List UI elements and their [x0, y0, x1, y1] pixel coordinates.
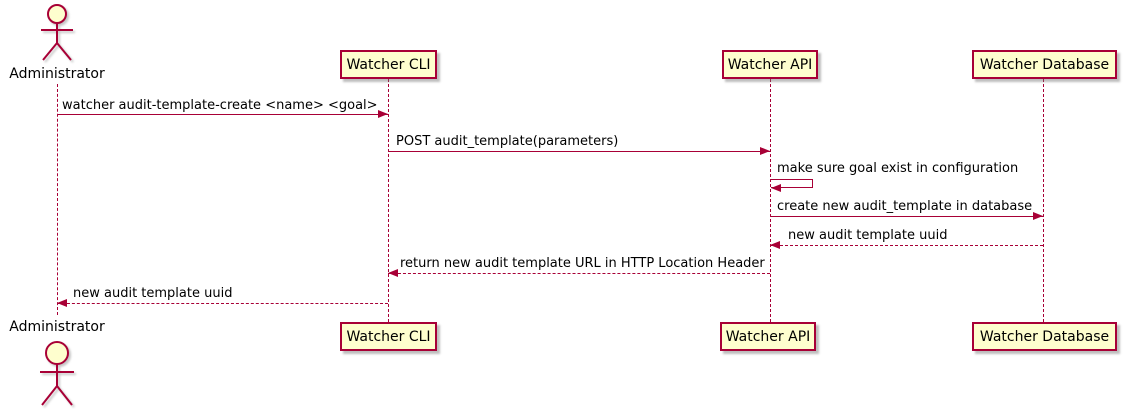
- participant-watcher-api-bottom: Watcher API: [720, 322, 816, 351]
- actor-administrator-label-bottom: Administrator: [9, 319, 105, 335]
- message-label-return-url: return new audit template URL in HTTP Lo…: [400, 256, 765, 271]
- arrowhead-right-icon: [378, 110, 388, 118]
- message-label-post-audit-template: POST audit_template(parameters): [396, 134, 619, 149]
- message-line-6: [388, 273, 770, 274]
- arrowhead-left-icon: [770, 241, 780, 249]
- message-line-1: [57, 114, 388, 115]
- message-label-new-uuid-db: new audit template uuid: [788, 228, 948, 243]
- message-line-4: [770, 216, 1043, 217]
- message-label-new-uuid-admin: new audit template uuid: [73, 286, 233, 301]
- message-label-make-sure-goal: make sure goal exist in configuration: [777, 161, 1019, 176]
- participant-watcher-api-top: Watcher API: [722, 50, 818, 79]
- lifeline-watcher-database: [1043, 79, 1044, 322]
- lifeline-watcher-api: [770, 79, 771, 322]
- lifeline-watcher-cli: [388, 79, 389, 322]
- arrowhead-left-icon: [388, 269, 398, 277]
- lifeline-administrator: [57, 84, 58, 315]
- participant-watcher-database-top: Watcher Database: [972, 50, 1117, 79]
- message-line-7: [57, 303, 388, 304]
- participant-watcher-cli-top: Watcher CLI: [340, 50, 437, 79]
- arrowhead-left-icon: [771, 184, 781, 192]
- arrowhead-left-icon: [57, 299, 67, 307]
- participant-watcher-cli-bottom: Watcher CLI: [340, 322, 437, 351]
- arrowhead-right-icon: [1033, 212, 1043, 220]
- message-label-audit-template-create: watcher audit-template-create <name> <go…: [62, 98, 378, 113]
- message-line-5: [770, 245, 1043, 246]
- participant-watcher-database-bottom: Watcher Database: [972, 322, 1117, 351]
- self-message-loop: [771, 179, 813, 188]
- arrowhead-right-icon: [760, 147, 770, 155]
- message-label-create-audit-template: create new audit_template in database: [777, 199, 1033, 214]
- actor-administrator-icon-top: [41, 4, 73, 61]
- message-line-2: [388, 151, 770, 152]
- actor-administrator-label-top: Administrator: [9, 66, 105, 82]
- actor-administrator-icon-bottom: [40, 341, 74, 406]
